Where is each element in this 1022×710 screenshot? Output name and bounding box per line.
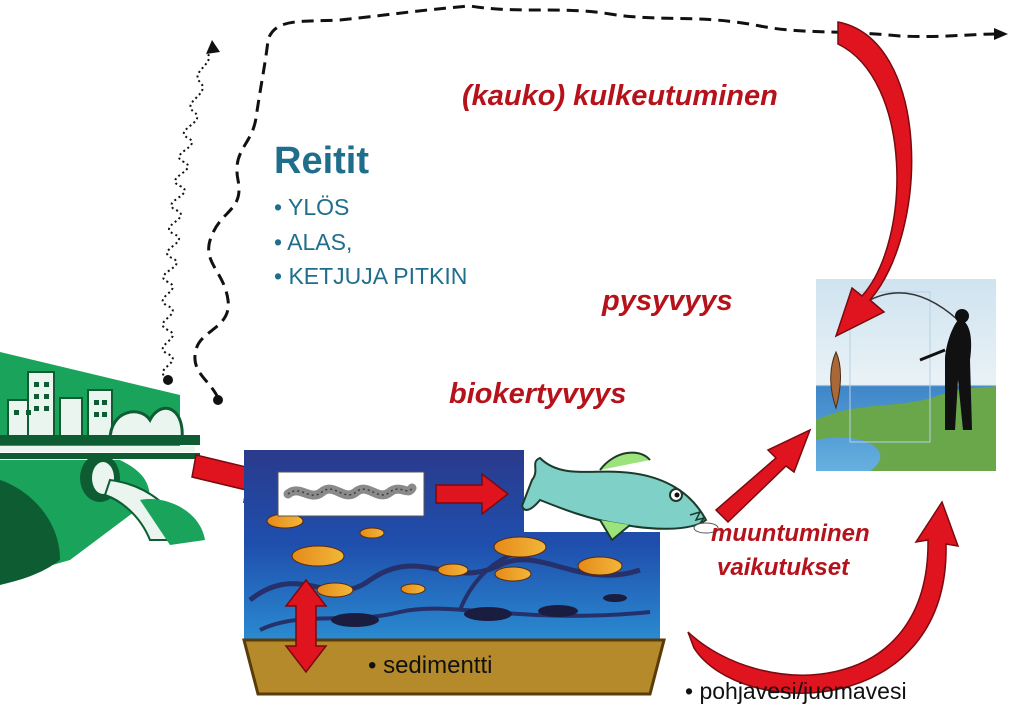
upward-arrowhead [206, 40, 220, 54]
transport-path-upward [161, 53, 210, 379]
label-long-range-transport: (kauko) kulkeutuminen [462, 80, 778, 112]
label-bioaccumulation: biokertyvyys [449, 378, 627, 410]
transport-arrowhead [994, 28, 1008, 40]
path-start-dot [163, 375, 173, 385]
city-industry-clipart [0, 352, 205, 585]
transport-path-long-range [193, 4, 999, 399]
arrow-groundwater-to-human [687, 500, 960, 694]
label-sediment: • sedimentti [368, 652, 493, 679]
label-persistence: pysyvyys [602, 285, 733, 317]
predator-fish [520, 451, 719, 542]
arrow-transport-to-human [834, 21, 913, 338]
route-item-down: • ALAS, [274, 229, 353, 255]
fisherman-photo [816, 279, 996, 471]
arrow-water-sediment-exchange [284, 578, 328, 674]
sediment-layer [242, 638, 666, 696]
label-groundwater: • pohjavesi/juomavesi [685, 678, 907, 704]
label-transformation: muuntuminen [711, 520, 870, 547]
arrow-worm-to-fish [435, 472, 510, 516]
path-start-dot [213, 395, 223, 405]
routes-title: Reitit [274, 140, 369, 182]
label-effects: vaikutukset [717, 554, 850, 581]
route-item-food-chains: • KETJUJA PITKIN [274, 263, 468, 289]
route-item-up: • YLÖS [274, 194, 350, 220]
worm-organism [277, 471, 425, 517]
arrow-fish-to-human [714, 428, 812, 524]
